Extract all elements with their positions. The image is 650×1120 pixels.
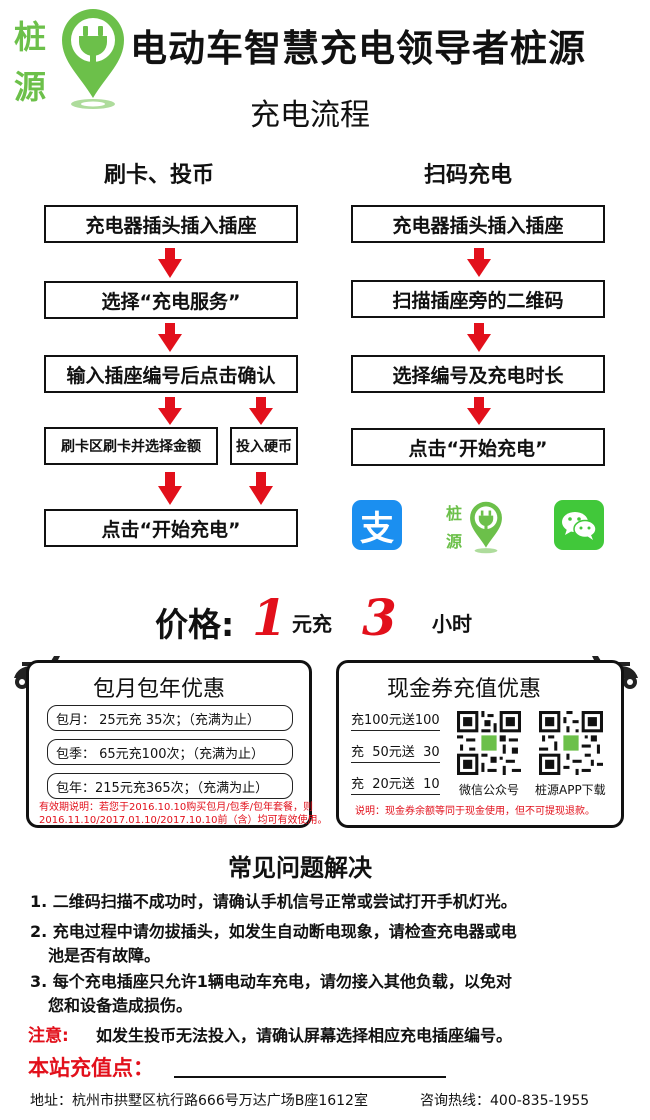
app-qr-label: 桩源APP下载	[535, 783, 606, 797]
flow-left-step-4b: 投入硬币	[230, 427, 298, 465]
flow-left-title: 刷卡、投币	[104, 163, 215, 188]
wechat-qr-code-icon	[457, 711, 521, 775]
slogan: 电动车智慧充电领导者桩源	[130, 27, 586, 70]
small-logo-text-zhuang: 桩	[446, 504, 463, 523]
price-hour-unit: 小时	[432, 612, 472, 636]
arrow-down-icon	[249, 397, 273, 425]
monthly-row-3: 包年：215元充365次；（充满为止）	[47, 773, 293, 799]
flow-left-step-4a: 刷卡区刷卡并选择金额	[44, 427, 218, 465]
monthly-validity-note-1: 有效期说明：若您于2016.10.10购买包月/包季/包年套餐，则	[39, 802, 313, 813]
price-hour-value: 3	[362, 588, 397, 647]
faq-title: 常见问题解决	[228, 854, 372, 882]
voucher-note: 说明：现金券余额等同于现金使用，但不可提现退款。	[355, 806, 595, 817]
header: 桩 源 电动车智慧充电领导者桩源 充电流程	[0, 0, 650, 140]
arrow-down-icon	[158, 323, 182, 352]
alipay-char: 支	[360, 508, 394, 549]
voucher-title: 现金券充值优惠	[387, 677, 542, 702]
voucher-row-1: 充100元送100	[351, 709, 440, 731]
flow-right-step-2: 扫描插座旁的二维码	[351, 280, 605, 318]
arrow-down-icon	[249, 472, 273, 505]
wechat-qr-label: 微信公众号	[459, 783, 520, 797]
notice-label: 注意:	[28, 1026, 69, 1046]
monthly-validity-note-2: 2016.11.10/2017.01.10/2017.10.10前（含）均可有效…	[39, 815, 328, 826]
flow-right-step-3: 选择编号及充电时长	[351, 355, 605, 393]
price-yuan-value: 1	[252, 588, 287, 647]
small-pin-icon	[470, 501, 502, 554]
app-download-qr-code-icon	[539, 711, 603, 775]
price-label: 价格:	[155, 605, 235, 644]
arrow-down-icon	[467, 248, 491, 277]
flow-right-title: 扫码充电	[424, 163, 513, 188]
flow-left-step-3: 输入插座编号后点击确认	[44, 355, 298, 393]
faq-item-1: 1. 二维码扫描不成功时，请确认手机信号正常或尝试打开手机灯光。	[30, 892, 517, 911]
logo-text-yuan: 源	[14, 68, 47, 106]
zhuangyuan-logo-icon: 桩 源	[446, 498, 510, 558]
station-fill-line	[174, 1076, 446, 1078]
voucher-panel: 现金券充值优惠 充100元送100 充 50元送 30 充 20元送 10	[336, 660, 624, 828]
brand-pin-logo-icon	[62, 9, 124, 109]
arrow-down-icon	[467, 323, 491, 352]
arrow-down-icon	[467, 397, 491, 425]
faq-item-3-cont: 您和设备造成损伤。	[48, 996, 193, 1015]
notice-text: 如发生投币无法投入，请确认屏幕选择相应充电插座编号。	[96, 1026, 513, 1045]
flow-left-step-1: 充电器插头插入插座	[44, 205, 298, 243]
voucher-row-3: 充 20元送 10	[351, 773, 440, 795]
small-logo-text-yuan: 源	[446, 532, 463, 551]
monthly-plan-title: 包月包年优惠	[93, 677, 226, 702]
monthly-row-1: 包月： 25元充 35次；（充满为止）	[47, 705, 293, 731]
monthly-plan-panel: 包月包年优惠 包月： 25元充 35次；（充满为止） 包季： 65元充100次；…	[26, 660, 328, 828]
faq-item-3: 3. 每个充电插座只允许1辆电动车充电，请勿接入其他负载，以免对	[30, 972, 512, 991]
monthly-row-2: 包季： 65元充100次；（充满为止）	[47, 739, 293, 765]
arrow-down-icon	[158, 472, 182, 505]
faq-item-2: 2. 充电过程中请勿拔插头，如发生自动断电现象，请检查充电器或电	[30, 922, 517, 941]
station-label: 本站充值点：	[28, 1056, 154, 1080]
flow-right-step-4: 点击“开始充电”	[351, 428, 605, 466]
voucher-row-2: 充 50元送 30	[351, 741, 440, 763]
footer-hotline: 咨询热线：400-835-1955	[420, 1093, 590, 1109]
arrow-down-icon	[158, 397, 182, 425]
flow-right-step-1: 充电器插头插入插座	[351, 205, 605, 243]
arrow-down-icon	[158, 248, 182, 278]
price-yuan-unit: 元充	[292, 612, 332, 636]
footer-address: 地址：杭州市拱墅区杭行路666号万达广场B座1612室	[30, 1093, 368, 1109]
page-subtitle: 充电流程	[250, 98, 370, 133]
faq-item-2-cont: 池是否有故障。	[48, 946, 161, 965]
flow-left-step-5: 点击“开始充电”	[44, 509, 298, 547]
flow-left-step-2: 选择“充电服务”	[44, 281, 298, 319]
wechat-icon	[554, 500, 604, 550]
flow-arrows	[158, 248, 491, 505]
alipay-icon: 支	[352, 500, 402, 550]
logo-text-zhuang: 桩	[14, 18, 47, 56]
